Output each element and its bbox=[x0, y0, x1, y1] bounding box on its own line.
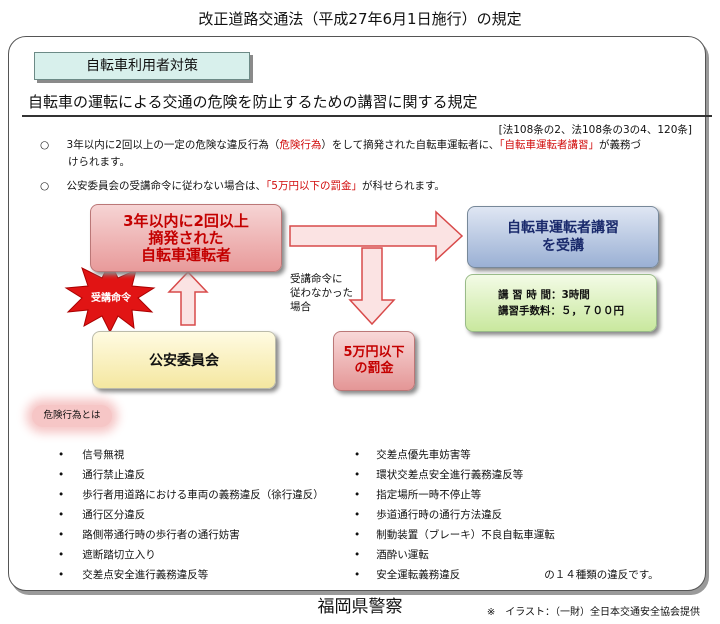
paragraph-text: が科せられます。 bbox=[361, 180, 445, 192]
down-arrow bbox=[348, 247, 396, 326]
heading-underline bbox=[22, 115, 712, 117]
offender-line: 摘発された bbox=[148, 228, 224, 247]
fine-line: 5万円以下 bbox=[343, 345, 405, 360]
list-item: •路側帯通行時の歩行者の通行妨害 bbox=[58, 529, 240, 541]
bullet-icon: • bbox=[354, 509, 361, 521]
bullet-icon: • bbox=[58, 569, 65, 581]
list-item: •交差点安全進行義務違反等 bbox=[58, 569, 209, 581]
list-item: •通行禁止違反 bbox=[58, 469, 146, 481]
bullet-icon: • bbox=[58, 449, 65, 461]
paragraph-1-continued: けられます。 bbox=[68, 156, 130, 168]
list-item: •安全運転義務違反の１４種類の違反です。 bbox=[354, 569, 659, 581]
list-item: •歩道通行時の通行方法違反 bbox=[354, 509, 503, 521]
list-item: •環状交差点安全進行義務違反等 bbox=[354, 469, 524, 481]
course-line: を受講 bbox=[542, 238, 584, 254]
note-line: 場合 bbox=[290, 301, 311, 313]
offender-line: 自転車運転者 bbox=[140, 245, 231, 264]
dangerous-acts-label: 危険行為とは bbox=[32, 405, 112, 427]
section-tag: 自転車利用者対策 bbox=[34, 52, 250, 80]
bullet-icon: • bbox=[354, 529, 361, 541]
right-list: •交差点優先車妨害等 •環状交差点安全進行義務違反等 •指定場所一時不停止等 •… bbox=[354, 447, 659, 587]
course-box: 自転車運転者講習 を受講 bbox=[467, 206, 659, 268]
paragraph-2: ○ 公安委員会の受講命令に従わない場合は、「5万円以下の罰金」が科せられます。 bbox=[40, 178, 445, 195]
list-item: •指定場所一時不停止等 bbox=[354, 489, 482, 501]
fine-line: の罰金 bbox=[354, 361, 394, 376]
course-details-box: 講 習 時 間：3時間 講習手数料：５，７００円 bbox=[465, 274, 657, 332]
paragraph-text: 3年以内に2回以上の一定の危険な違反行為（ bbox=[66, 139, 280, 151]
list-item: •歩行者用道路における車両の義務違反（徐行違反） bbox=[58, 489, 324, 501]
list-tail: の１４種類の違反です。 bbox=[544, 569, 659, 581]
page-title: 改正道路交通法（平成27年6月1日施行）の規定 bbox=[198, 10, 522, 28]
highlight-text: 「5万円以下の罰金」 bbox=[266, 180, 362, 192]
up-arrow bbox=[167, 270, 209, 326]
list-item: •遮断踏切立入り bbox=[58, 549, 156, 561]
paragraph-text: ）をして摘発された自転車運転者に、 bbox=[321, 139, 500, 151]
bullet-icon: • bbox=[354, 489, 361, 501]
commission-box: 公安委員会 bbox=[92, 331, 276, 389]
bullet-icon: • bbox=[58, 469, 65, 481]
order-label: 受講命令 bbox=[91, 293, 131, 304]
bullet-icon: • bbox=[58, 529, 65, 541]
offender-line: 3年以内に2回以上 bbox=[123, 211, 249, 230]
bullet-icon: • bbox=[354, 549, 361, 561]
bullet-icon: • bbox=[354, 569, 361, 581]
law-reference: [法108条の2、法108条の3の4、120条] bbox=[498, 124, 692, 136]
paragraph-text: が義務づ bbox=[599, 139, 642, 151]
section-heading: 自転車の運転による交通の危険を防止するための講習に関する規定 bbox=[28, 93, 478, 111]
paragraph-marker: ○ bbox=[40, 180, 50, 192]
illustration-credit: ※ イラスト：（一財）全日本交通安全協会提供 bbox=[486, 607, 700, 618]
bullet-icon: • bbox=[58, 489, 65, 501]
paragraph-text: 公安委員会の受講命令に従わない場合は、 bbox=[66, 180, 267, 192]
note-line: 従わなかった bbox=[290, 287, 353, 299]
fine-box: 5万円以下 の罰金 bbox=[333, 331, 415, 391]
non-compliance-note: 受講命令に 従わなかった 場合 bbox=[290, 272, 353, 314]
bullet-icon: • bbox=[58, 549, 65, 561]
note-line: 受講命令に bbox=[290, 273, 343, 285]
course-line: 自転車運転者講習 bbox=[507, 220, 619, 236]
highlight-text: 「自転車運転者講習」 bbox=[499, 139, 600, 151]
right-arrow bbox=[289, 210, 464, 262]
paragraph-1: ○ 3年以内に2回以上の一定の危険な違反行為（危険行為）をして摘発された自転車運… bbox=[40, 137, 641, 154]
bullet-icon: • bbox=[58, 509, 65, 521]
course-time: 講 習 時 間：3時間 bbox=[498, 289, 590, 301]
course-fee: 講習手数料：５，７００円 bbox=[498, 305, 624, 317]
paragraph-marker: ○ bbox=[40, 139, 50, 151]
list-item: •制動装置（ブレーキ）不良自転車運転 bbox=[354, 529, 555, 541]
list-item: •信号無視 bbox=[58, 449, 125, 461]
highlight-text: 危険行為 bbox=[279, 139, 322, 151]
police-name: 福岡県警察 bbox=[317, 597, 403, 617]
list-item: •交差点優先車妨害等 bbox=[354, 449, 471, 461]
left-list: •信号無視 •通行禁止違反 •歩行者用道路における車両の義務違反（徐行違反） •… bbox=[58, 447, 324, 587]
bullet-icon: • bbox=[354, 469, 361, 481]
bullet-icon: • bbox=[354, 449, 361, 461]
list-item: •通行区分違反 bbox=[58, 509, 146, 521]
list-item: •酒酔い運転 bbox=[354, 549, 429, 561]
offender-box: 3年以内に2回以上 摘発された 自転車運転者 bbox=[90, 204, 282, 272]
